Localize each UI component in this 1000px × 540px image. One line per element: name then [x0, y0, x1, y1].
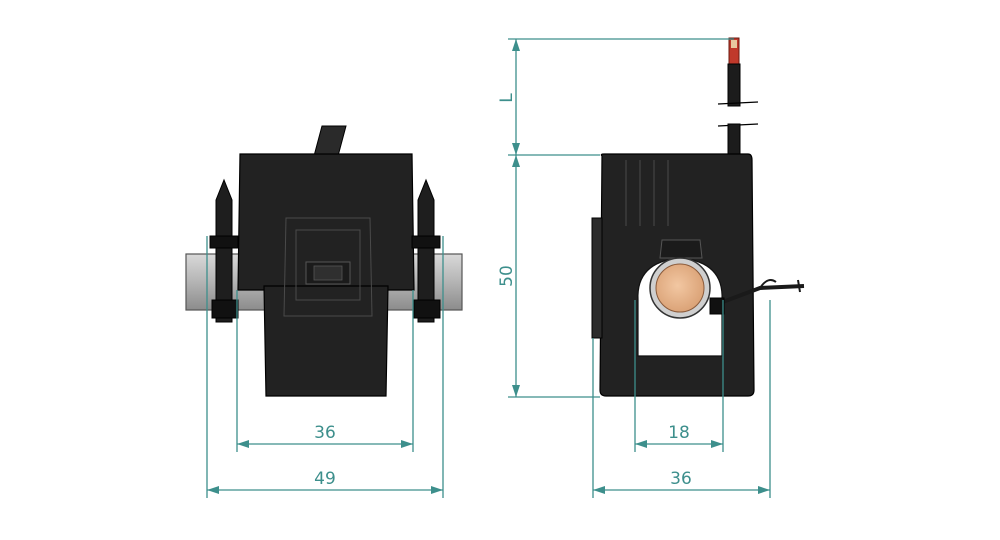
side-ribs — [625, 160, 669, 226]
front-cable-tie-left — [209, 178, 239, 323]
front-cable — [313, 125, 347, 157]
front-inner-width-label: 36 — [314, 423, 336, 443]
aperture-diameter-dimension: 18 — [635, 423, 723, 448]
front-view: 36 49 — [185, 125, 463, 498]
front-body-upper — [237, 153, 415, 291]
side-core — [655, 263, 705, 313]
side-height-dimension: 50 — [497, 155, 520, 397]
side-wire-plug — [717, 37, 759, 157]
side-width-label: 36 — [670, 469, 692, 489]
aperture-diameter-label: 18 — [668, 423, 690, 443]
front-body-lower — [263, 285, 389, 397]
front-cable-tie-right — [411, 178, 441, 323]
cable-length-label: L — [497, 93, 517, 103]
front-outer-width-label: 49 — [314, 469, 336, 489]
front-outer-width-dimension: 49 — [207, 469, 443, 494]
front-latch — [283, 217, 373, 317]
side-width-dimension: 36 — [593, 469, 770, 494]
side-height-label: 50 — [497, 265, 517, 287]
front-inner-width-dimension: 36 — [237, 423, 413, 448]
side-view: L 50 18 36 — [497, 37, 805, 498]
side-flange — [591, 217, 603, 339]
cable-length-dimension: L — [497, 39, 520, 155]
